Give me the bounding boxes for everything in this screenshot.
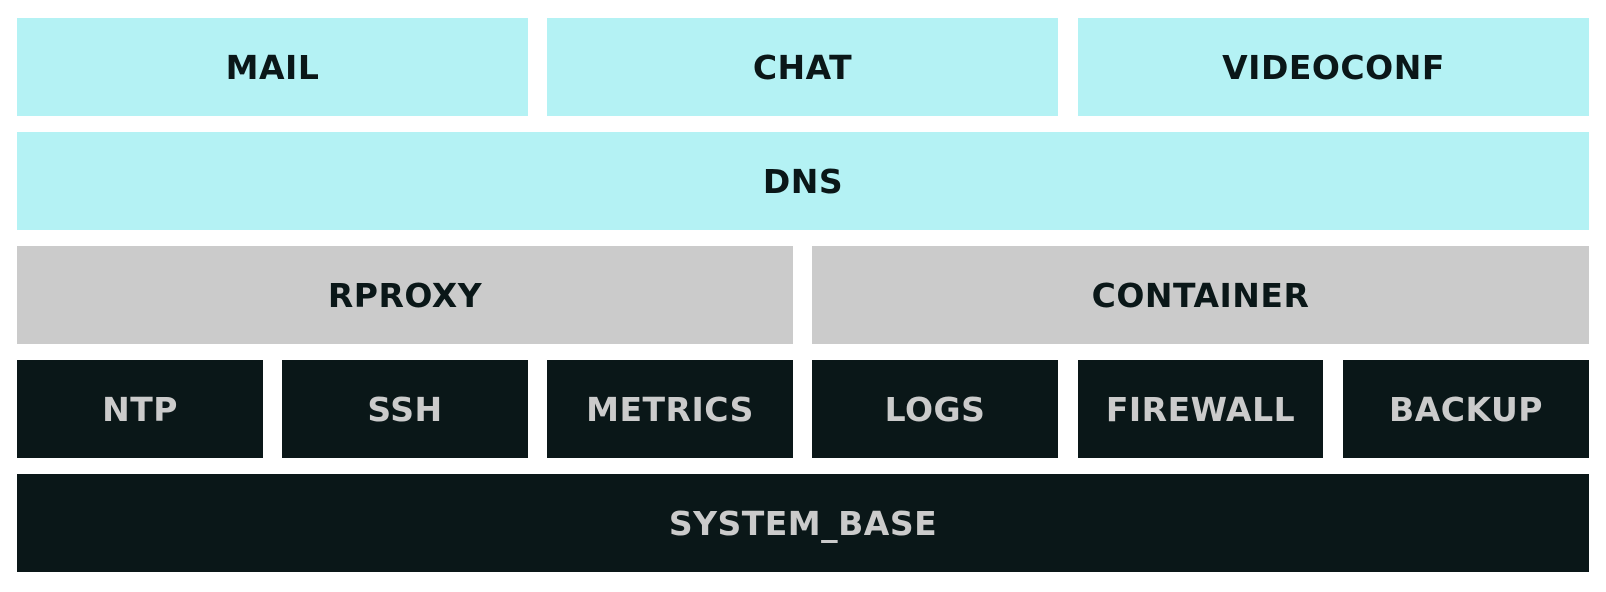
metrics-block: METRICS: [547, 360, 793, 458]
mail-block: MAIL: [17, 18, 528, 116]
system-base-block: SYSTEM_BASE: [17, 474, 1589, 572]
container-label: CONTAINER: [1091, 275, 1310, 315]
ntp-label: NTP: [102, 389, 178, 429]
videoconf-block: VIDEOCONF: [1078, 18, 1589, 116]
firewall-label: FIREWALL: [1105, 389, 1296, 429]
metrics-label: METRICS: [586, 389, 754, 429]
system-base-label: SYSTEM_BASE: [668, 503, 938, 543]
videoconf-label: VIDEOCONF: [1222, 47, 1445, 87]
logs-block: LOGS: [812, 360, 1058, 458]
rproxy-label: RPROXY: [327, 275, 483, 315]
backup-block: BACKUP: [1343, 360, 1589, 458]
firewall-block: FIREWALL: [1078, 360, 1323, 458]
mail-label: MAIL: [225, 47, 320, 87]
backup-label: BACKUP: [1389, 389, 1543, 429]
container-block: CONTAINER: [812, 246, 1589, 344]
dns-block: DNS: [17, 132, 1589, 230]
logs-label: LOGS: [884, 389, 986, 429]
ssh-label: SSH: [367, 389, 443, 429]
dns-label: DNS: [762, 161, 844, 201]
chat-label: CHAT: [752, 47, 853, 87]
ntp-block: NTP: [17, 360, 263, 458]
chat-block: CHAT: [547, 18, 1058, 116]
ssh-block: SSH: [282, 360, 528, 458]
rproxy-block: RPROXY: [17, 246, 793, 344]
